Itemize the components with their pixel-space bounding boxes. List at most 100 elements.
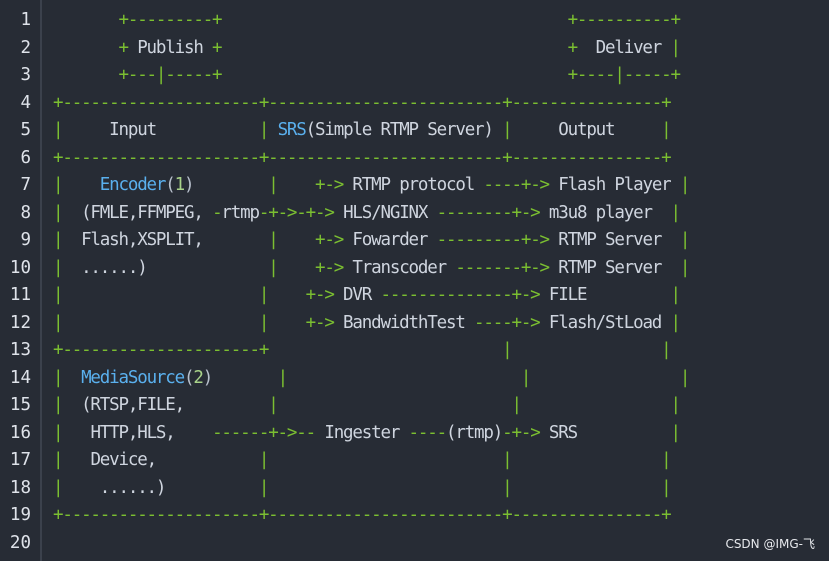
ascii-border: + [53, 38, 138, 58]
code-line: | | +-> DVR --------------+-> FILE | [53, 285, 682, 305]
deliver-label: Deliver [595, 38, 663, 58]
ascii-border: | | | [155, 450, 672, 470]
ascii-arrow: | +-> [146, 258, 353, 278]
code-line: | MediaSource(2) | | | [53, 368, 691, 388]
ascii-arrow: - [212, 203, 223, 223]
service-label: DVR [343, 285, 372, 305]
ascii-border: | [586, 285, 682, 305]
paren: ( [165, 175, 176, 195]
rtmp-label: rtmp [221, 203, 260, 223]
paren: ) [184, 175, 195, 195]
number: 2 [193, 368, 204, 388]
ascii-border: | | | [165, 478, 672, 498]
ascii-border: +---------------------+ | | [53, 340, 672, 360]
ascii-border: | [53, 423, 91, 443]
output-label: RTMP Server [558, 230, 662, 250]
service-label: HLS/NGINX [343, 203, 428, 223]
mediasource-keyword: MediaSource [81, 368, 185, 388]
ascii-border: | [661, 258, 691, 278]
paren: ) [202, 368, 214, 388]
line-number: 5 [20, 120, 31, 140]
source-list: ......) [99, 478, 167, 498]
output-label: m3u8 player [548, 203, 653, 223]
service-label: BandwidthTest [343, 313, 466, 333]
code-line: +---------+ +----------+ [53, 10, 681, 30]
ascii-border: | [53, 203, 82, 223]
line-number: 13 [9, 340, 31, 360]
ascii-arrow: -------+-> [445, 258, 559, 278]
line-number: 15 [9, 395, 31, 415]
line-number: 16 [9, 423, 31, 443]
line-number: 20 [9, 533, 31, 553]
ascii-border: | [661, 313, 682, 333]
line-number: 7 [20, 175, 31, 195]
ascii-arrow: | +-> [202, 230, 353, 250]
ascii-border: | [670, 175, 691, 195]
line-number: 14 [9, 368, 31, 388]
source-list: (RTSP,FILE, [81, 395, 185, 415]
paren: ( [184, 368, 195, 388]
code-line: +---------------------+-----------------… [53, 93, 672, 113]
code-line: +---------------------+ | | [53, 340, 672, 360]
output-label: RTMP Server [558, 258, 662, 278]
output-label: Flash Player [558, 175, 671, 195]
line-number: 19 [9, 505, 31, 525]
ascii-arrow: -+-> [502, 423, 549, 443]
code-line: | (RTSP,FILE, | | | [53, 395, 681, 415]
ascii-arrow: ----+-> [464, 313, 549, 333]
line-number: 17 [9, 450, 31, 470]
line-number: 2 [20, 38, 31, 58]
code-line: | | +-> BandwidthTest ----+-> Flash/StLo… [53, 313, 682, 333]
output-label: SRS [548, 423, 578, 443]
ascii-arrow: ---- [399, 423, 448, 443]
line-number: 9 [20, 230, 31, 250]
code-line: +---------------------+-----------------… [53, 148, 672, 168]
encoder-list: Flash,XSPLIT, [81, 230, 204, 250]
ascii-border: +---------+ +----------+ [53, 10, 681, 30]
line-number: 18 [9, 478, 31, 498]
source-list: HTTP,HLS, [90, 423, 175, 443]
ascii-border: | [492, 120, 513, 140]
input-header: Input [109, 120, 157, 140]
line-number-gutter: 1 2 3 4 5 6 7 8 9 10 11 12 13 14 15 16 1… [0, 0, 42, 561]
line-number: 1 [20, 10, 31, 30]
output-header: Output [511, 120, 615, 140]
service-label: Transcoder [352, 258, 447, 278]
ascii-border: +---------------------+-----------------… [53, 505, 672, 525]
ascii-arrow: | | +-> [53, 285, 344, 305]
line-number: 8 [20, 203, 31, 223]
ascii-border: | [661, 230, 691, 250]
code-line: +---------------------+-----------------… [53, 505, 672, 525]
ascii-arrow: -+->-+-> [258, 203, 344, 223]
ascii-arrow: | | +-> [53, 313, 344, 333]
code-line: | Input | SRS(Simple RTMP Server) | Outp… [53, 120, 672, 140]
rtmp-label: (rtmp) [445, 423, 503, 443]
line-number: 3 [20, 65, 31, 85]
watermark: CSDN @IMG-飞 [725, 537, 815, 551]
ascii-border: | | | [184, 395, 681, 415]
encoder-list: (FMLE,FFMPEG, [81, 203, 213, 223]
line-number: 6 [20, 148, 31, 168]
ascii-arrow: ------+->-- [174, 423, 325, 443]
encoder-keyword: Encoder [99, 175, 167, 195]
code-line: | (FMLE,FFMPEG, -rtmp-+->-+-> HLS/NGINX … [53, 203, 681, 223]
srs-description: (Simple RTMP Server) [305, 120, 494, 140]
ascii-border: | [661, 38, 682, 58]
ascii-border: +---|-----+ +----|-----+ [53, 65, 681, 85]
ascii-border: | [53, 175, 100, 195]
ascii-border: | [53, 395, 82, 415]
ascii-arrow: ---------+-> [427, 230, 559, 250]
source-list: Device, [90, 450, 157, 470]
line-number: 12 [9, 313, 31, 333]
code-line: | Device, | | | [53, 450, 672, 470]
ascii-border: +---------------------+-----------------… [53, 93, 672, 113]
line-number: 10 [9, 258, 31, 278]
ascii-arrow: | +-> [193, 175, 353, 195]
encoder-list: ......) [81, 258, 148, 278]
ascii-border: | | | [212, 368, 691, 388]
ascii-border: | [53, 368, 82, 388]
code-line: | Encoder(1) | +-> RTMP protocol ----+->… [53, 175, 691, 195]
ascii-border: +---------------------+-----------------… [53, 148, 672, 168]
code-line: | ......) | +-> Transcoder -------+-> RT… [53, 258, 691, 278]
